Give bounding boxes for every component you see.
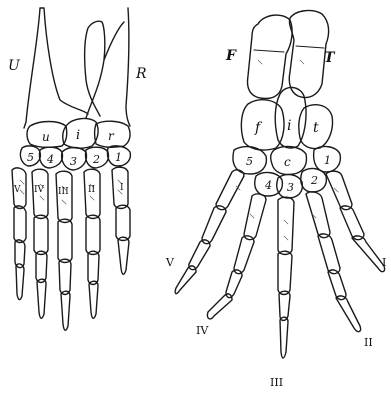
carpal-intermedium xyxy=(63,119,98,149)
label-right-digit-4: IV xyxy=(196,324,209,337)
label-radius: R xyxy=(135,66,147,82)
label-carpal-2: 2 xyxy=(92,153,100,166)
label-centrale: c xyxy=(284,155,291,169)
right-limb xyxy=(175,11,384,358)
label-carpal-1: 1 xyxy=(115,151,122,164)
label-left-digit-2: II xyxy=(88,185,96,195)
label-left-digit-4: IV xyxy=(34,185,45,195)
label-tarsal-4: 4 xyxy=(264,179,272,192)
fibula-bone xyxy=(248,15,293,98)
label-tibia: T xyxy=(324,50,336,66)
right-digit-1 xyxy=(326,171,385,271)
right-digit-4 xyxy=(207,194,266,319)
label-radiale: r xyxy=(108,129,115,143)
label-fibulare: f xyxy=(254,120,263,136)
label-right-digit-5: V xyxy=(165,256,175,269)
left-limb xyxy=(12,8,130,330)
radius-bone xyxy=(85,8,130,126)
label-tarsal-5: 5 xyxy=(246,155,253,168)
label-fibula: F xyxy=(225,48,237,64)
label-right-digit-1: I xyxy=(382,256,386,269)
label-ulna: U xyxy=(8,58,21,74)
label-ulnare: u xyxy=(42,130,50,144)
label-left-digit-1: I xyxy=(120,183,124,193)
right-digit-2 xyxy=(306,192,361,332)
label-intermedium-2: i xyxy=(287,118,291,134)
right-digit-3 xyxy=(278,197,294,358)
label-tibiale: t xyxy=(313,120,319,136)
label-tarsal-3: 3 xyxy=(287,181,294,194)
tarsal-fibulare xyxy=(241,100,284,150)
label-carpal-5: 5 xyxy=(27,151,34,164)
label-intermedium: i xyxy=(76,128,80,143)
ulna-bone xyxy=(24,8,88,128)
label-left-digit-3: III xyxy=(58,187,69,197)
label-right-digit-3: III xyxy=(270,376,283,389)
label-right-digit-2: II xyxy=(364,336,373,349)
label-left-digit-5: V xyxy=(13,185,21,195)
label-tarsal-1: 1 xyxy=(324,154,331,167)
label-carpal-4: 4 xyxy=(46,153,54,166)
right-digit-5 xyxy=(175,170,244,294)
label-carpal-3: 3 xyxy=(70,155,77,168)
label-tarsal-2: 2 xyxy=(310,174,318,187)
tibia-bone xyxy=(289,11,328,98)
